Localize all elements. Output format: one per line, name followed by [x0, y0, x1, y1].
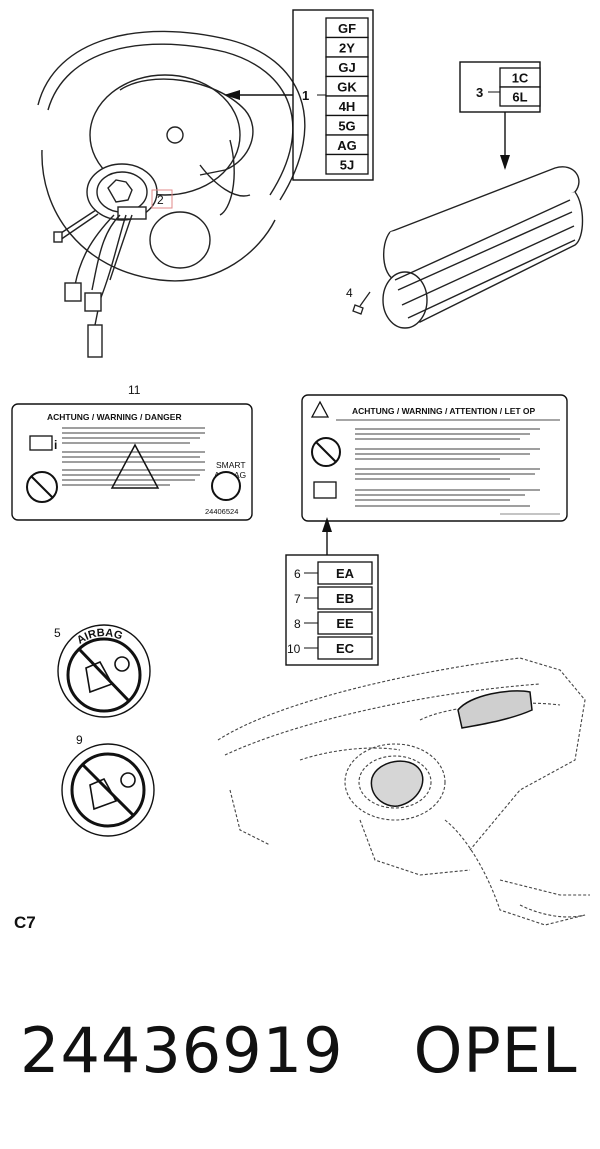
- code-label: GK: [337, 79, 357, 94]
- screw-illustration: [352, 291, 371, 315]
- airbag-badge-5: AIRBAG: [57, 624, 151, 718]
- callout-8: 8: [294, 617, 301, 631]
- dashboard-illustration: [217, 657, 590, 926]
- callout-2: 2: [157, 193, 164, 207]
- warning-label-11: ACHTUNG / WARNING / DANGER i SMART AIRBA…: [11, 403, 253, 521]
- passenger-airbag-illustration: [382, 166, 584, 329]
- airbag-badge-9: [61, 743, 155, 837]
- callout-3: 3: [476, 85, 483, 100]
- code-label: GF: [338, 21, 356, 36]
- warning-label-right: ACHTUNG / WARNING / ATTENTION / LET OP: [301, 394, 568, 522]
- clockspring-illustration: [53, 163, 158, 358]
- code-group-lower: EA 6EB 7EE 8EC 10: [285, 517, 379, 666]
- code-label: 1C: [512, 71, 529, 86]
- code-label: EC: [336, 641, 355, 656]
- code-label: 5G: [338, 118, 355, 133]
- code-label: 2Y: [339, 40, 355, 55]
- code-label: 4H: [339, 99, 356, 114]
- steering-wheel-illustration: [37, 30, 306, 282]
- section-label: C7: [14, 913, 36, 932]
- label-11-side-1: SMART: [216, 460, 246, 470]
- label-11-number: 24406524: [205, 507, 238, 516]
- callout-7: 7: [294, 592, 301, 606]
- part-number: 24436919: [20, 1013, 344, 1087]
- callout-10: 10: [287, 642, 301, 656]
- code-label: EB: [336, 591, 354, 606]
- code-group-3: 3 1C 6L: [459, 61, 541, 170]
- dashboard-steering-airbag: [370, 760, 424, 807]
- dashboard-passenger-airbag: [457, 690, 533, 729]
- part-caption: 24436919 OPEL: [20, 1010, 590, 1090]
- label-11-header: ACHTUNG / WARNING / DANGER: [47, 412, 182, 422]
- code-group-1: 1 GF 2Y GJ GK 4H 5G AG 5J: [224, 9, 374, 181]
- callout-11: 11: [128, 383, 141, 397]
- code-cell: [325, 153, 369, 175]
- code-label: 6L: [512, 90, 527, 105]
- callout-1: 1: [302, 88, 309, 103]
- code-label: 5J: [340, 157, 354, 172]
- svg-text:i: i: [54, 438, 57, 452]
- callout-2-box: [151, 189, 173, 209]
- brand-name: OPEL: [413, 1013, 578, 1087]
- code-cell: [499, 86, 541, 107]
- code-label: AG: [337, 138, 357, 153]
- code-label: EE: [336, 616, 354, 631]
- code-label: GJ: [338, 60, 355, 75]
- callout-6: 6: [294, 567, 301, 581]
- code-label: EA: [336, 566, 355, 581]
- callout-5: 5: [54, 626, 61, 640]
- label-right-header: ACHTUNG / WARNING / ATTENTION / LET OP: [352, 406, 536, 416]
- callout-4: 4: [346, 286, 353, 300]
- callout-9: 9: [76, 733, 83, 747]
